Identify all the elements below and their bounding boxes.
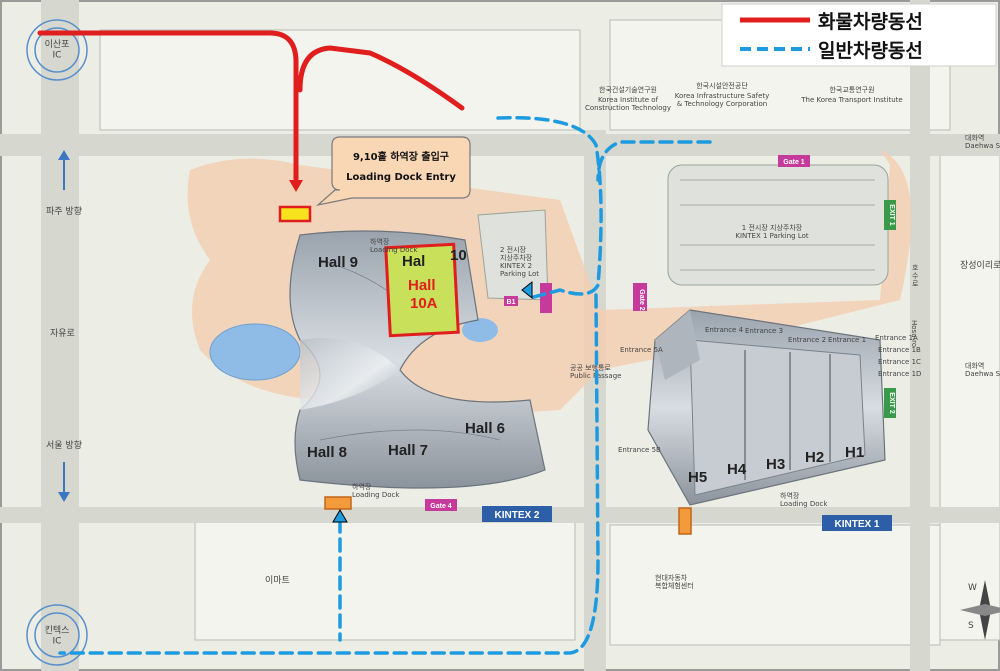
hall-h2-label: H2	[805, 449, 824, 466]
city-blocks	[99, 19, 1000, 646]
loading-dock-callout: 9,10홀 하역장 출입구 Loading Dock Entry	[315, 136, 471, 207]
gate-3	[540, 283, 552, 313]
koti-label: 한국교통연구원	[829, 85, 874, 94]
entrance-5a: Entrance 5A	[620, 346, 663, 354]
gate-1: Gate 1	[778, 155, 810, 167]
hall-10-label: 10	[450, 247, 467, 264]
entrance-2: Entrance 2	[788, 336, 826, 344]
callout-ko: 9,10홀 하역장 출입구	[353, 150, 449, 163]
gate-4-label: Gate 4	[430, 503, 452, 510]
jayuro-label: 자유로	[50, 328, 75, 339]
hall-8-label: Hall 8	[307, 444, 347, 461]
pond	[209, 323, 301, 381]
legend: 화물차량동선 일반차량동선	[721, 3, 997, 67]
gate-2-label: Gate 2	[638, 289, 645, 311]
compass-icon: W S	[960, 580, 1000, 640]
hall-10a-line2: 10A	[410, 295, 438, 312]
kistec-label: 한국시설안전공단	[696, 81, 748, 90]
exit-1-label: EXIT 1	[888, 204, 895, 226]
koti-en: The Korea Transport Institute	[800, 96, 902, 104]
entrance-5b: Entrance 5B	[618, 446, 661, 454]
hall-h4-label: H4	[727, 461, 747, 478]
hall-h5-label: H5	[688, 469, 707, 486]
general-route	[58, 115, 712, 655]
general-arrowhead-2	[332, 509, 348, 523]
b1-label: B1	[507, 299, 516, 306]
truck-route	[37, 30, 465, 188]
entrance-4: Entrance 4	[705, 326, 744, 334]
hall-10-ghost: Hal	[402, 253, 425, 270]
hall-10a-highlight	[384, 242, 460, 338]
entrance-1c: Entrance 1C	[878, 358, 921, 366]
loading-dock-marker-top	[278, 205, 312, 223]
compass-s: S	[968, 621, 974, 631]
legend-general-label: 일반차량동선	[818, 40, 923, 62]
legend-truck-label: 화물차량동선	[818, 11, 923, 33]
loading-dock-marker-bottom	[324, 496, 352, 510]
hall-h1-label: H1	[845, 444, 864, 461]
hosuro-en-label: Hosu-ro	[910, 320, 918, 347]
janghang-label: 장성이리로	[960, 260, 1000, 271]
loading-dock-marker-k1	[678, 507, 692, 535]
kintex1-tag: KINTEX 1	[822, 515, 892, 531]
arrow-up-icon	[58, 150, 70, 190]
kintex1-building	[647, 309, 886, 506]
hall-6-label: Hall 6	[465, 420, 505, 437]
seoul-label: 서울 방향	[46, 439, 82, 451]
gate-1-label: Gate 1	[783, 159, 805, 166]
kintex2-tag-label: KINTEX 2	[494, 510, 539, 521]
general-arrowhead-1	[521, 280, 533, 300]
entrance-3: Entrance 3	[745, 327, 783, 335]
callout-en: Loading Dock Entry	[346, 172, 456, 183]
exit-1: EXIT 1	[884, 200, 896, 230]
emart-label: 이마트	[265, 575, 290, 586]
entrance-1: Entrance 1	[828, 336, 866, 344]
arrow-down-icon	[58, 462, 70, 502]
truck-arrowhead	[289, 180, 303, 192]
kict-label: 한국건설기술연구원	[599, 85, 657, 94]
hall-9-label: Hall 9	[318, 254, 358, 271]
hall-h3-label: H3	[766, 456, 785, 473]
hall-10a-line1: Hall	[408, 277, 436, 294]
entrance-1a: Entrance 1A	[875, 334, 918, 342]
entrance-1b: Entrance 1B	[878, 346, 921, 354]
hall-7-label: Hall 7	[388, 442, 428, 459]
paju-label: 파주 방향	[46, 205, 82, 217]
pond-2	[462, 318, 498, 342]
entrance-1d: Entrance 1D	[878, 370, 921, 378]
gate-2: Gate 2	[633, 283, 647, 311]
exit-2-label: EXIT 2	[888, 392, 895, 414]
kistec-en: Korea Infrastructure Safety& Technology …	[675, 92, 770, 108]
kintex2-building	[289, 230, 546, 489]
kintex1-tag-label: KINTEX 1	[834, 519, 879, 530]
exit-2: EXIT 2	[884, 388, 896, 418]
compass-w: W	[968, 583, 977, 593]
kintex2-tag: KINTEX 2	[482, 506, 552, 522]
gate-4: Gate 4	[425, 499, 457, 511]
b1-marker: B1	[504, 296, 518, 306]
